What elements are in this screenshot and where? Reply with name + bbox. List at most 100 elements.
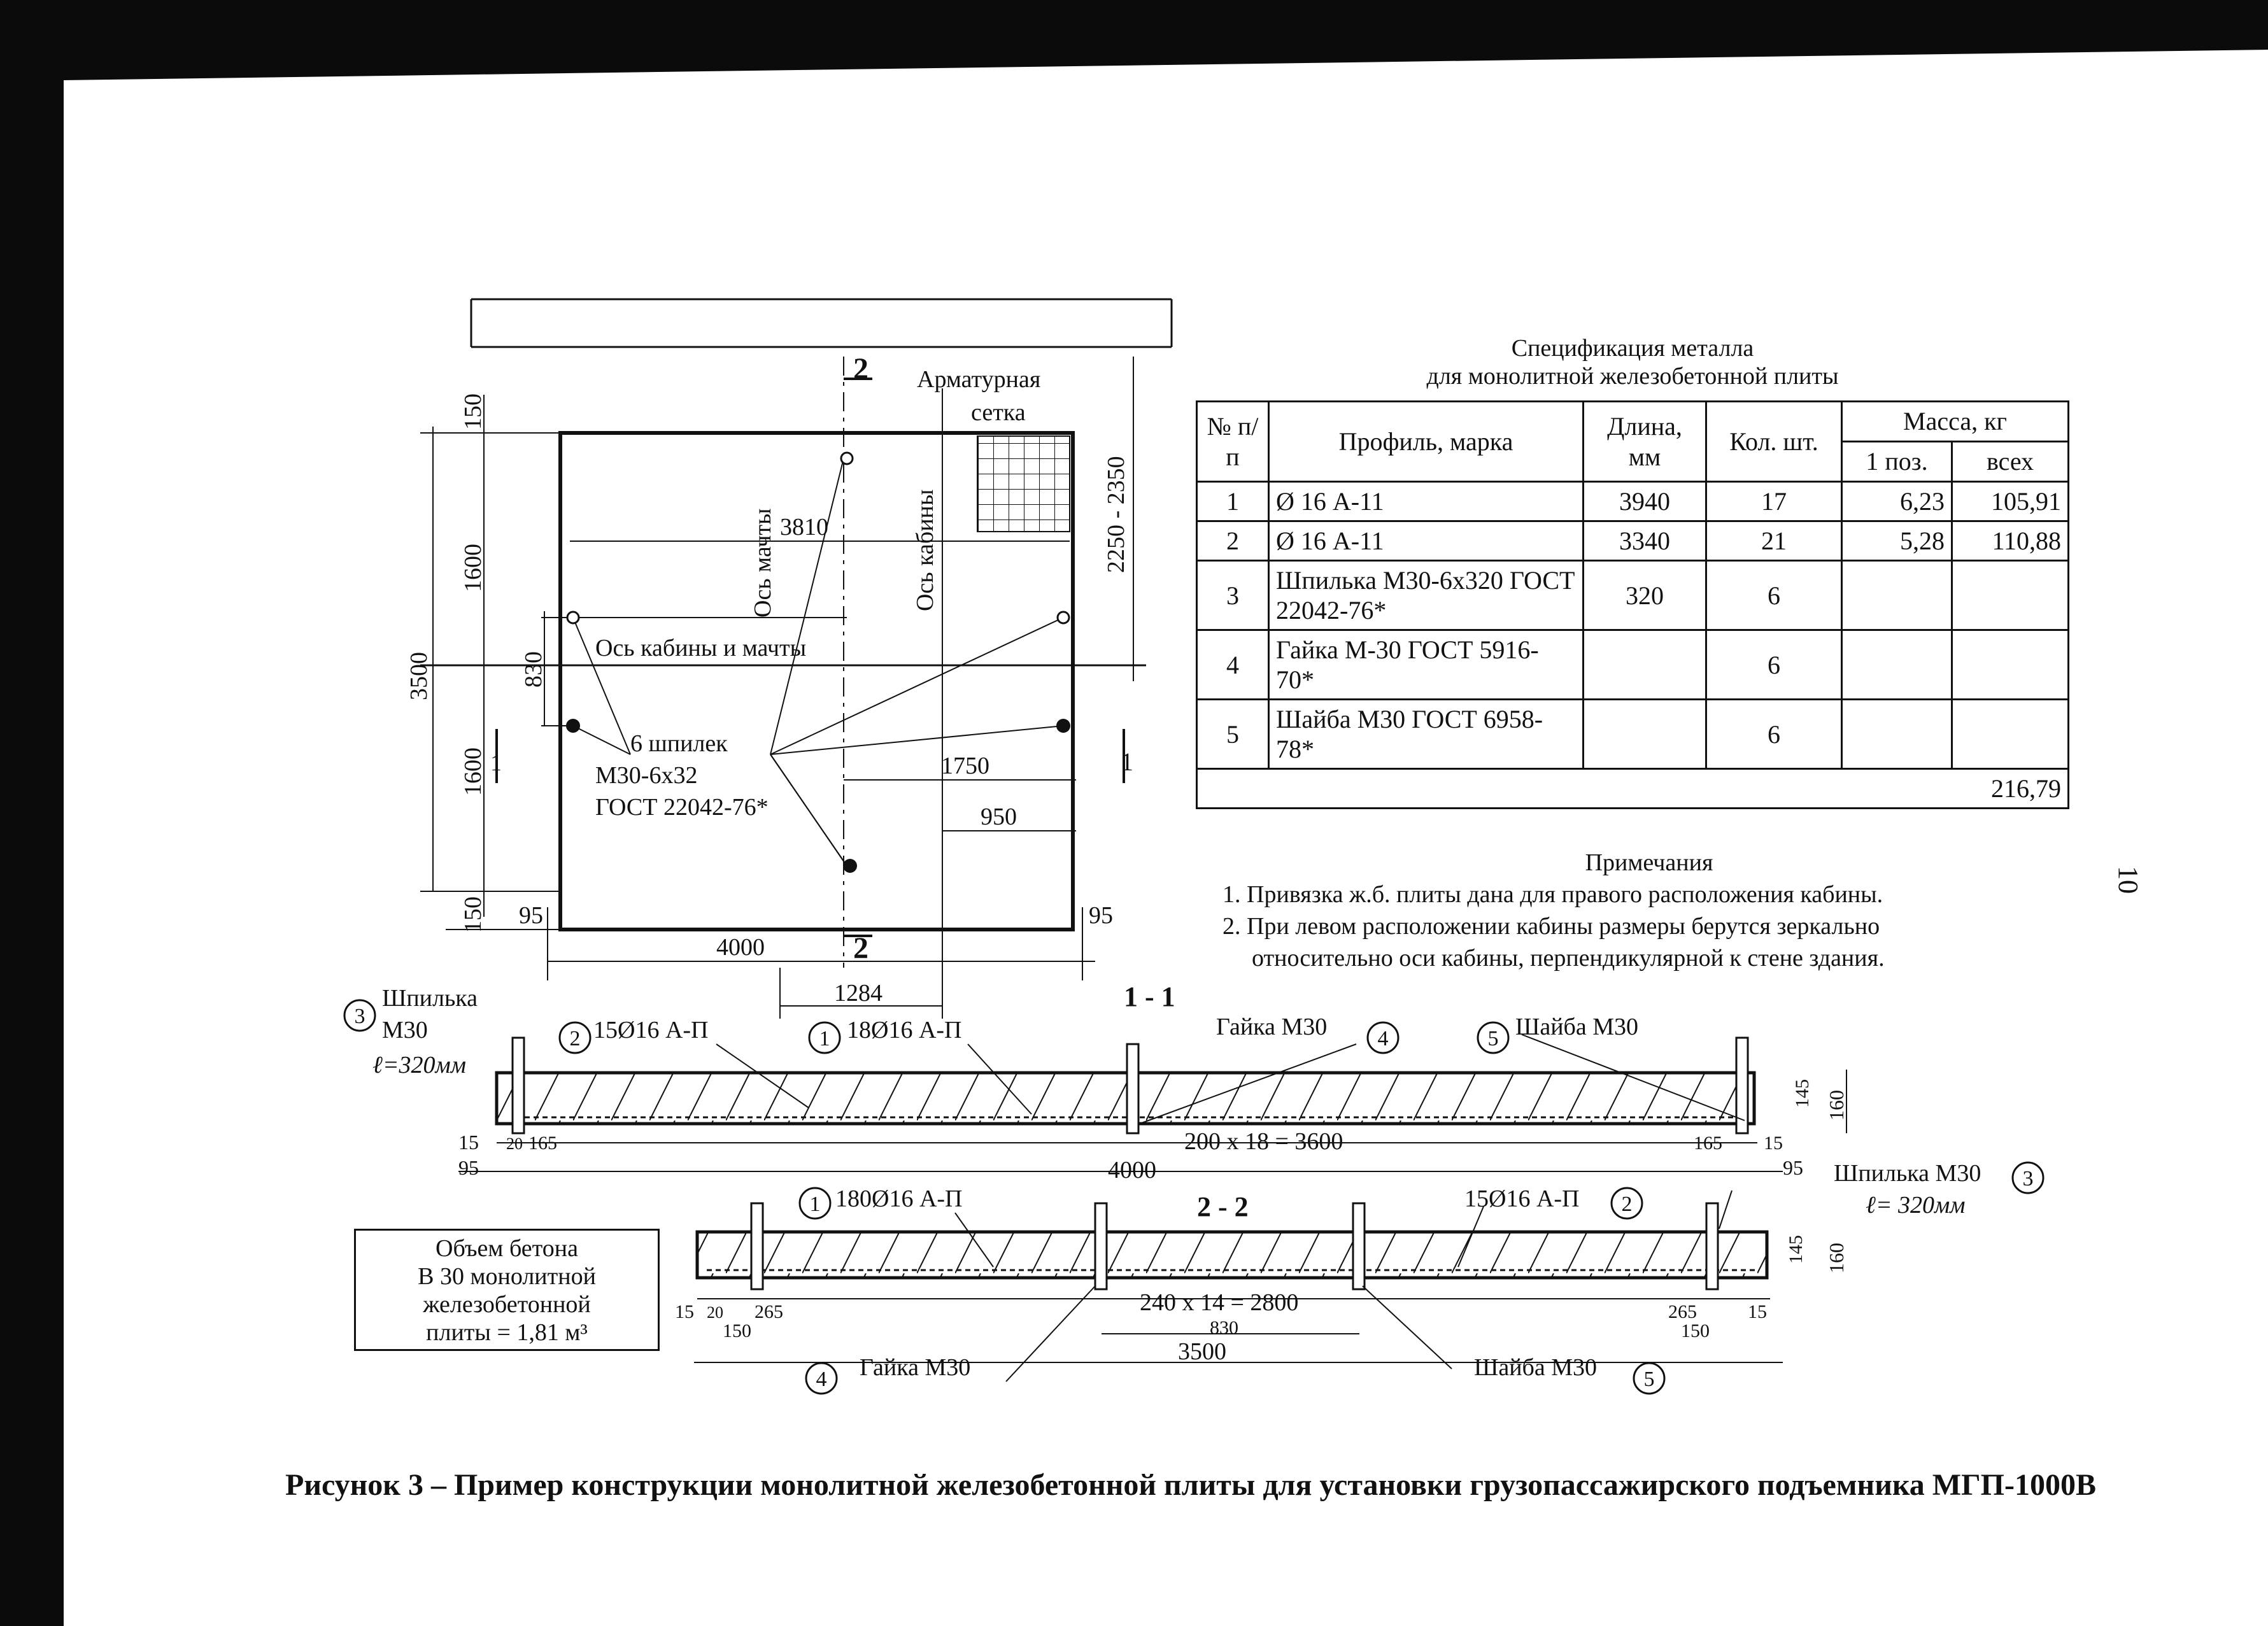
svg-text:2: 2 [1622, 1192, 1633, 1216]
svg-text:1: 1 [1121, 747, 1133, 776]
spec-title-line1: Спецификация металла [1511, 335, 1754, 362]
stud-point [566, 719, 580, 733]
scan-border-top [0, 0, 2268, 42]
svg-text:15: 15 [675, 1301, 694, 1322]
svg-text:4: 4 [816, 1368, 827, 1391]
note-item: относительно оси кабины, перпендикулярно… [1252, 945, 1885, 972]
section-2-2 [694, 1190, 1783, 1382]
svg-text:2250 - 2350: 2250 - 2350 [1103, 456, 1130, 573]
table-row: 2 Ø 16 А-11 3340 21 5,28 110,88 [1196, 520, 2069, 562]
section-1-1 [458, 1034, 1847, 1172]
svg-text:265: 265 [755, 1301, 783, 1322]
svg-text:2: 2 [570, 1027, 581, 1050]
svg-text:240 х 14 = 2800: 240 х 14 = 2800 [1140, 1289, 1298, 1316]
svg-text:1750: 1750 [941, 753, 989, 779]
note-item: 2. При левом расположении кабины размеры… [1223, 913, 1880, 940]
section-1-1-labels: 1 - 1 Шпилька М30 ℓ=320мм 15Ø16 А-П 18Ø1… [372, 981, 1848, 1184]
spec-title-line2: для монолитной железобетонной плиты [1426, 363, 1839, 390]
stud-points [566, 451, 1070, 873]
svg-text:ℓ=320мм: ℓ=320мм [372, 1052, 466, 1078]
stud-point [1056, 611, 1070, 625]
plan-labels: Арматурная сетка 3810 Ось кабины и мачты… [406, 352, 1133, 1007]
svg-text:15Ø16 А-П: 15Ø16 А-П [593, 1017, 708, 1043]
svg-text:3: 3 [355, 1005, 365, 1028]
svg-text:1: 1 [819, 1027, 830, 1050]
slab-section-2-2 [695, 1230, 1769, 1280]
metal-specification: Спецификация металла для монолитной желе… [1196, 334, 2069, 809]
svg-text:5: 5 [1488, 1027, 1499, 1050]
notes-title: Примечания [1585, 849, 1713, 876]
svg-text:830: 830 [520, 651, 547, 688]
stud-point [843, 859, 857, 873]
svg-text:5: 5 [1644, 1368, 1655, 1391]
wall-outline [470, 298, 1173, 348]
svg-text:Арматурная: Арматурная [917, 366, 1040, 393]
figure-caption: Рисунок 3 – Пример конструкции монолитно… [285, 1468, 2096, 1502]
svg-text:Шайба М30: Шайба М30 [1474, 1354, 1597, 1381]
svg-text:Ось мачты: Ось мачты [749, 508, 776, 618]
col-profile: Профиль, марка [1268, 400, 1584, 483]
svg-text:2 - 2: 2 - 2 [1197, 1191, 1249, 1222]
table-row: 5 Шайба М30 ГОСТ 6958-78* 6 [1196, 698, 2069, 770]
svg-text:6 шпилек: 6 шпилек [630, 730, 728, 757]
svg-text:1 - 1: 1 - 1 [1124, 981, 1175, 1012]
section-2-2-labels: 2 - 2 180Ø16 А-П 15Ø16 А-П Шпилька М30 ℓ… [675, 1160, 1981, 1381]
svg-text:3810: 3810 [780, 514, 828, 541]
svg-text:165: 165 [528, 1133, 557, 1154]
svg-text:830: 830 [1210, 1317, 1238, 1338]
svg-text:4000: 4000 [716, 934, 765, 961]
svg-text:ℓ= 320мм: ℓ= 320мм [1866, 1192, 1965, 1219]
svg-text:Шпилька: Шпилька [382, 985, 478, 1012]
col-length: Длина, мм [1582, 400, 1707, 483]
svg-text:20: 20 [506, 1135, 523, 1153]
svg-text:150: 150 [723, 1320, 751, 1341]
svg-text:145: 145 [1785, 1235, 1806, 1264]
svg-text:ГОСТ 22042-76*: ГОСТ 22042-76* [595, 794, 769, 821]
svg-text:150: 150 [1681, 1320, 1710, 1341]
svg-text:Гайка М30: Гайка М30 [860, 1354, 970, 1381]
svg-text:150: 150 [460, 896, 486, 933]
stud-point [566, 611, 580, 625]
svg-text:Шайба М30: Шайба М30 [1515, 1014, 1638, 1040]
svg-text:15Ø16 А-П: 15Ø16 А-П [1464, 1185, 1579, 1212]
svg-text:150: 150 [460, 393, 486, 430]
plan-view [420, 357, 1146, 1019]
svg-text:95: 95 [519, 902, 543, 929]
svg-text:95: 95 [1089, 902, 1113, 929]
stud-point [1056, 719, 1070, 733]
svg-text:160: 160 [1825, 1243, 1848, 1273]
svg-text:165: 165 [1694, 1133, 1722, 1154]
svg-text:1: 1 [490, 750, 502, 775]
callouts: 3 2 1 4 5 1 2 3 4 5 [343, 999, 2045, 1395]
svg-text:сетка: сетка [971, 399, 1026, 426]
svg-text:Шпилька М30: Шпилька М30 [1834, 1160, 1981, 1187]
svg-text:М30: М30 [382, 1017, 428, 1043]
svg-text:20: 20 [707, 1303, 723, 1322]
table-row: 4 Гайка М-30 ГОСТ 5916-70* 6 [1196, 629, 2069, 700]
rebar-mesh [977, 435, 1070, 532]
svg-text:2: 2 [853, 352, 868, 386]
svg-text:Ось кабины: Ось кабины [912, 490, 939, 611]
svg-text:95: 95 [458, 1156, 479, 1179]
slab-outline [558, 431, 1075, 931]
note-item: 1. Привязка ж.б. плиты дана для правого … [1223, 881, 1883, 908]
stud-point [840, 451, 854, 465]
table-row: 3 Шпилька М30-6х320 ГОСТ 22042-76* 320 6 [1196, 560, 2069, 631]
svg-text:М30-6х32: М30-6х32 [595, 762, 697, 789]
concrete-volume-box: Объем бетона В 30 монолитной железобетон… [354, 1229, 660, 1351]
svg-text:1284: 1284 [834, 980, 882, 1007]
svg-text:1: 1 [810, 1192, 821, 1216]
table-total-row: 216,79 [1196, 768, 2069, 809]
svg-text:145: 145 [1792, 1079, 1813, 1108]
svg-text:18Ø16 А-П: 18Ø16 А-П [847, 1017, 961, 1043]
svg-text:3500: 3500 [1178, 1338, 1226, 1365]
col-mass-all: всех [1951, 441, 2069, 483]
slab-section-1-1 [495, 1071, 1756, 1126]
svg-text:Гайка М30: Гайка М30 [1216, 1014, 1327, 1040]
svg-text:95: 95 [1783, 1156, 1803, 1179]
svg-text:15: 15 [458, 1131, 479, 1154]
svg-text:Ось кабины и мачты: Ось кабины и мачты [595, 635, 806, 661]
svg-text:200 х 18 = 3600: 200 х 18 = 3600 [1184, 1128, 1343, 1155]
svg-text:950: 950 [981, 803, 1017, 830]
